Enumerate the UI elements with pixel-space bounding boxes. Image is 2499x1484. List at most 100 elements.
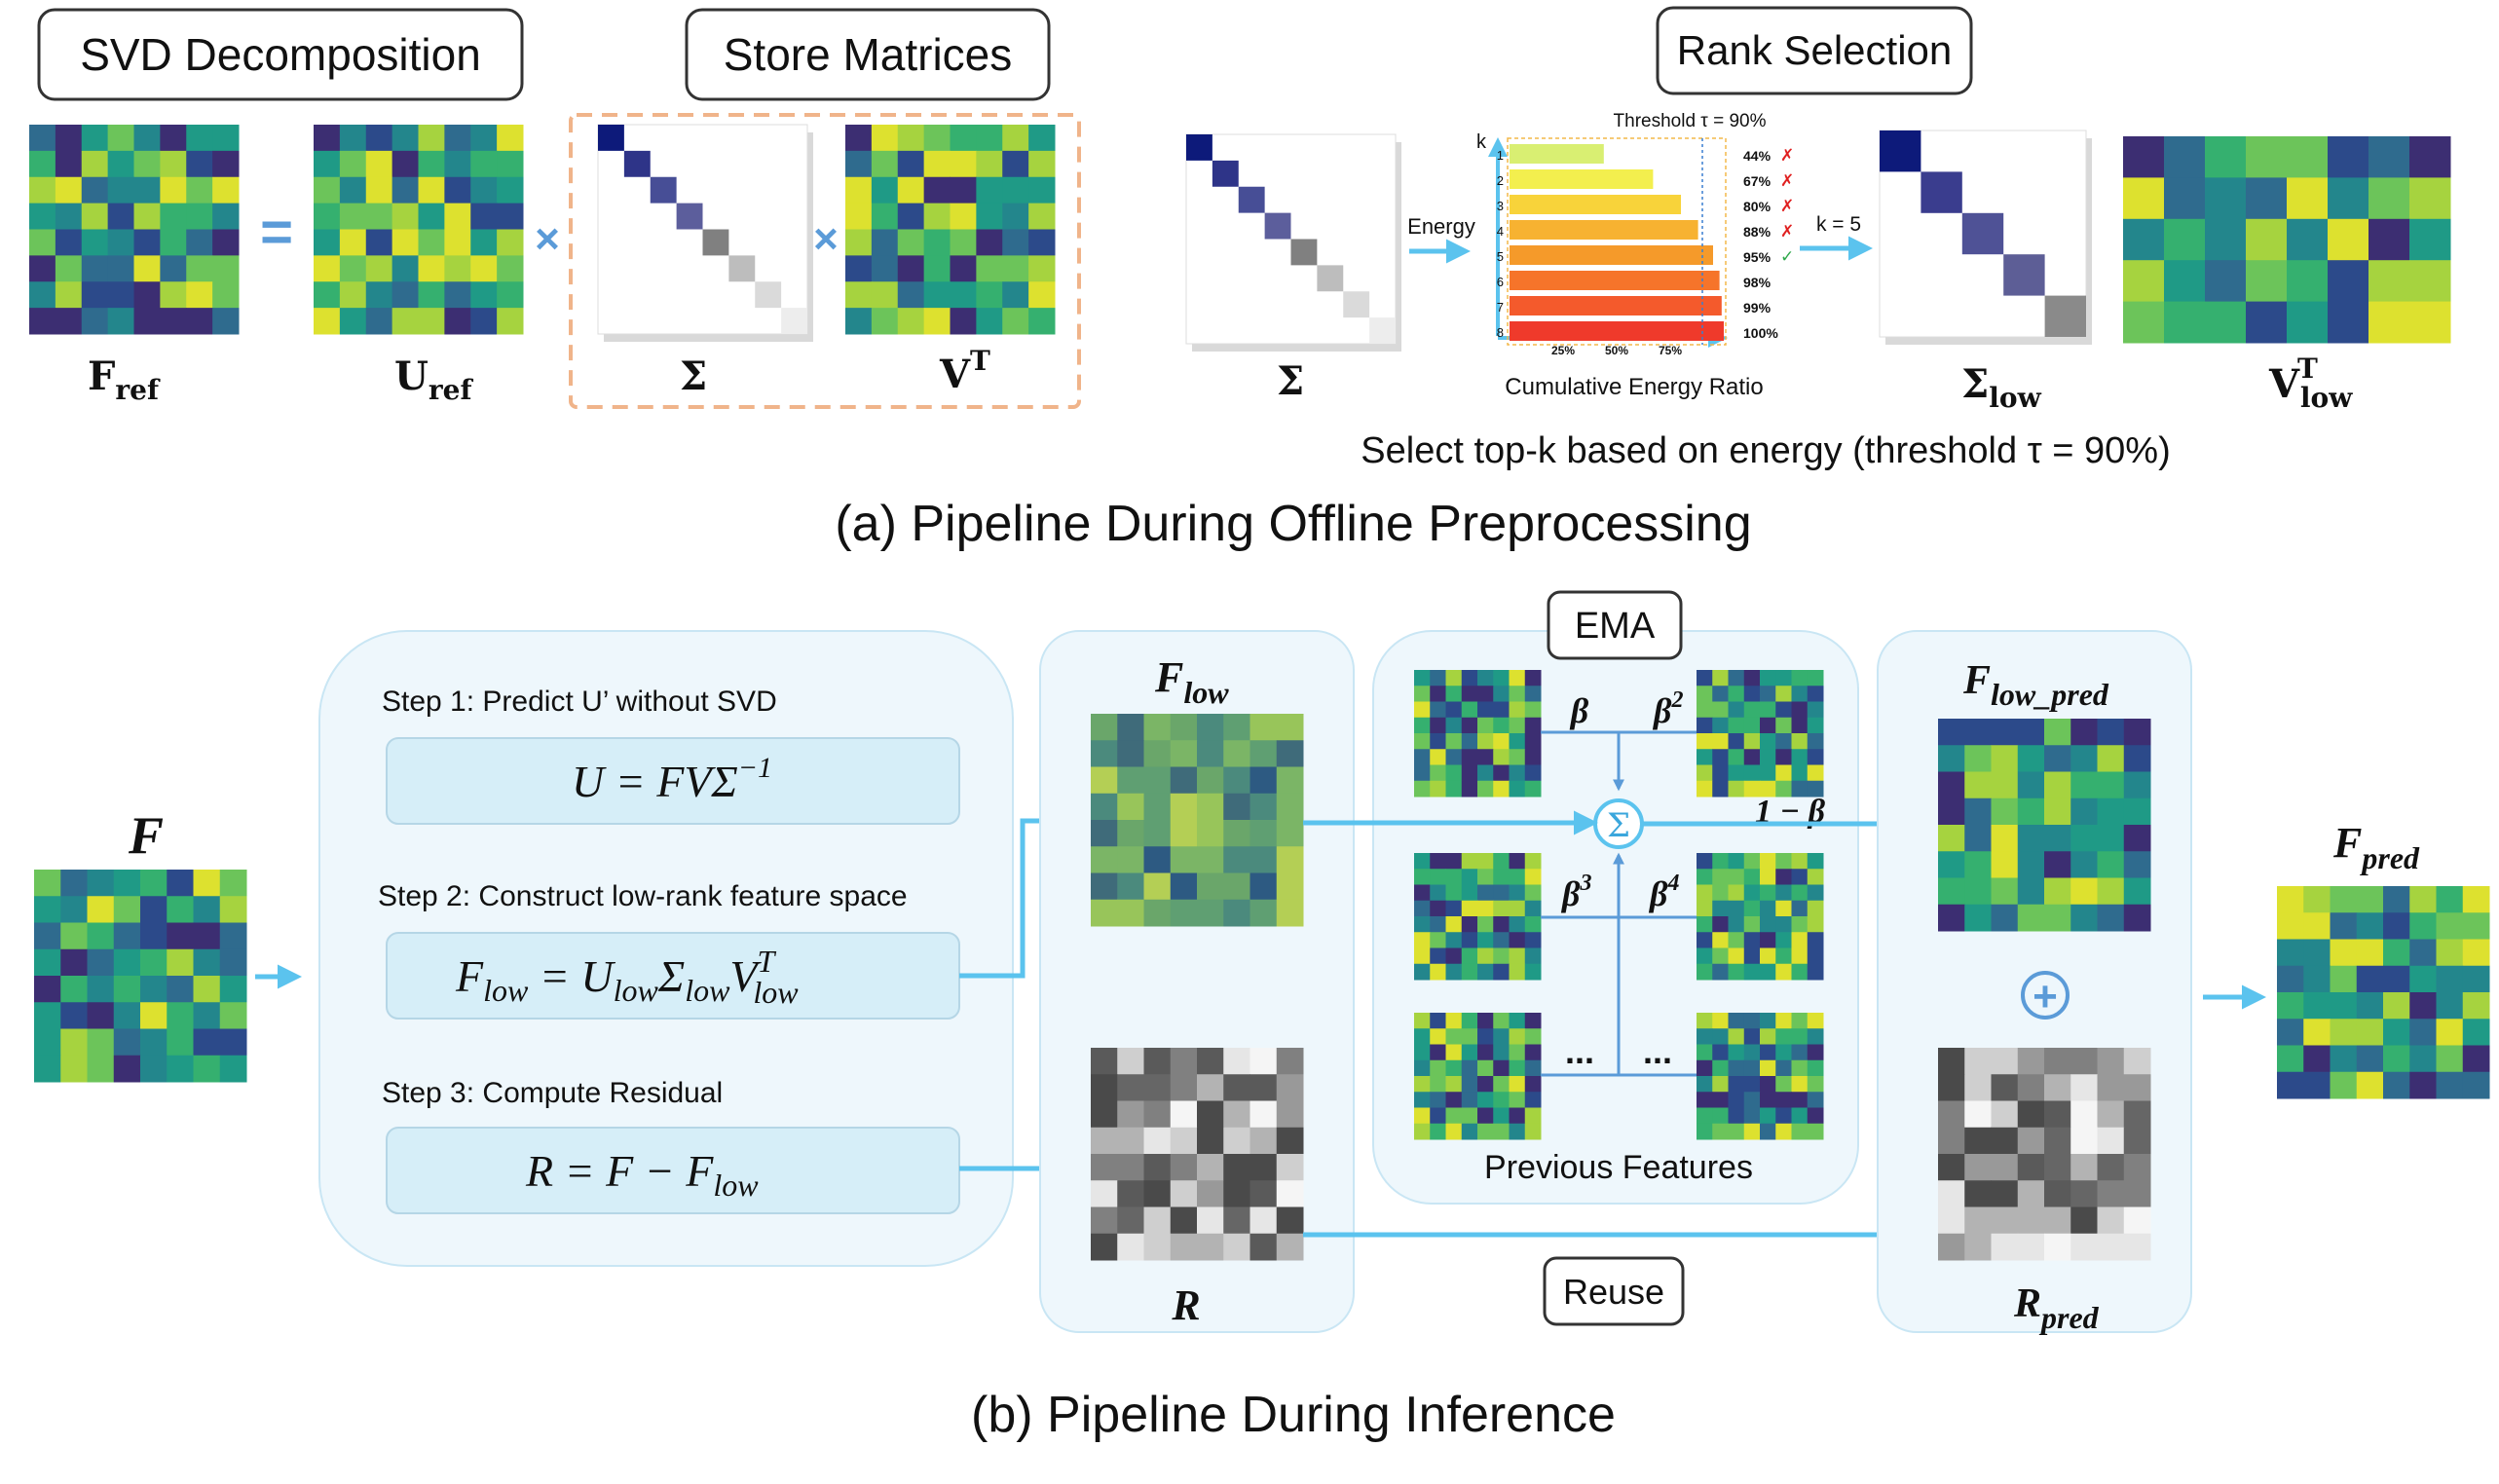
chart-category-label: 1	[1497, 148, 1504, 163]
svg-text:+: +	[2033, 973, 2058, 1020]
chart-category-label: 3	[1497, 199, 1504, 213]
sigma-low-label: Σlow	[1961, 361, 2042, 414]
chart-value-label: 98%	[1743, 275, 1772, 290]
k-label: k = 5	[1816, 213, 1861, 236]
chart-category-label: 4	[1497, 224, 1504, 239]
step1-formula-box	[386, 737, 960, 825]
store-matrices-box	[569, 113, 1081, 409]
chart-bar	[1510, 195, 1681, 214]
r-matrix	[1091, 1048, 1304, 1261]
chart-check-mark: ✓	[1780, 247, 1794, 267]
chart-bar	[1510, 169, 1654, 189]
chart-x-tick-label: 75%	[1659, 344, 1682, 357]
chart-xlabel: Cumulative Energy Ratio	[1505, 374, 1763, 400]
chart-value-label: 80%	[1743, 199, 1772, 214]
chart-bar	[1510, 321, 1724, 341]
input-f-matrix	[34, 870, 247, 1083]
chart-title: Threshold τ = 90%	[1614, 111, 1767, 131]
svg-text:Rank Selection: Rank Selection	[1677, 27, 1953, 73]
chart-check-mark: ✗	[1780, 146, 1794, 166]
chart-value-label: 44%	[1743, 148, 1772, 164]
ellipsis-1: ...	[1565, 1031, 1594, 1071]
u-ref-matrix	[314, 125, 524, 335]
svg-text:SVD Decomposition: SVD Decomposition	[80, 29, 481, 80]
f-low-label: Flow	[1154, 653, 1229, 710]
sigma-matrix-2	[1185, 133, 1401, 352]
previous-features-label: Previous Features	[1484, 1149, 1753, 1186]
sigma-low-matrix	[1879, 130, 2092, 345]
chart-bar	[1510, 220, 1698, 240]
times-operator-2: ×	[813, 215, 839, 263]
chart-check-mark: ✗	[1780, 197, 1794, 216]
plus-node: +	[2021, 971, 2070, 1020]
f-low-pred-matrix	[1938, 719, 2151, 932]
ema-connectors	[1541, 730, 1697, 1077]
chart-category-label: 7	[1497, 300, 1504, 315]
store-matrices-tag: Store Matrices	[685, 8, 1051, 101]
beta-4: β4	[1648, 871, 1679, 913]
f-pred-matrix	[2277, 886, 2490, 1099]
f-low-matrix	[1091, 714, 1304, 927]
step3-formula: R = F − Flow	[525, 1146, 759, 1203]
chart-value-label: 95%	[1743, 249, 1772, 265]
svg-text:EMA: EMA	[1575, 606, 1656, 647]
chart-value-label: 88%	[1743, 224, 1772, 240]
chart-ylabel: k	[1476, 131, 1487, 153]
r-pred-label: Rpred	[2013, 1281, 2100, 1335]
f-ref-label: Fref	[88, 353, 161, 406]
chart-bar	[1510, 296, 1722, 315]
prev-feature-1	[1414, 670, 1542, 798]
energy-label: Energy	[1407, 214, 1475, 239]
caption-a: (a) Pipeline During Offline Preprocessin…	[835, 496, 1751, 552]
chart-x-tick-label: 50%	[1605, 344, 1628, 357]
caption-b: (b) Pipeline During Inference	[971, 1387, 1616, 1443]
reuse-tag: Reuse	[1543, 1256, 1685, 1326]
prev-feature-5	[1414, 1013, 1542, 1140]
equals-operator: =	[260, 201, 293, 264]
input-f-label: F	[128, 806, 164, 865]
chart-category-label: 8	[1497, 325, 1504, 340]
step1-formula: U = FVΣ−1	[572, 752, 772, 806]
f-low-pred-label: Flow_pred	[1962, 658, 2109, 712]
chart-value-label: 67%	[1743, 173, 1772, 189]
chart-check-mark: ✗	[1780, 222, 1794, 241]
svg-text:Store Matrices: Store Matrices	[724, 29, 1013, 80]
chart-bar	[1510, 271, 1720, 290]
select-topk-text: Select top-k based on energy (threshold …	[1361, 430, 2170, 471]
prev-feature-6	[1697, 1013, 1824, 1140]
r-label: R	[1171, 1281, 1200, 1329]
chart-category-label: 6	[1497, 275, 1504, 289]
times-operator-1: ×	[535, 215, 560, 263]
beta-3: β3	[1560, 871, 1591, 913]
beta-2: β2	[1652, 687, 1683, 730]
svg-text:Σ: Σ	[1607, 806, 1630, 845]
prev-feature-3	[1414, 853, 1542, 981]
chart-category-label: 5	[1497, 249, 1504, 264]
step3-title: Step 3: Compute Residual	[382, 1077, 723, 1109]
step2-title: Step 2: Construct low-rank feature space	[378, 880, 908, 912]
f-pred-label: Fpred	[2332, 819, 2420, 875]
sigma-label-2: Σ	[1277, 358, 1304, 404]
vt-matrix	[845, 125, 1056, 335]
svg-text:Reuse: Reuse	[1563, 1272, 1664, 1312]
prev-feature-2	[1697, 670, 1824, 798]
step1-title: Step 1: Predict U’ without SVD	[382, 686, 777, 718]
v-low-matrix	[2123, 136, 2451, 344]
sum-node: Σ	[1593, 798, 1644, 849]
ellipsis-2: ...	[1643, 1031, 1672, 1071]
beta-1: β	[1569, 691, 1589, 730]
r-pred-matrix	[1938, 1048, 2151, 1261]
ema-tag: EMA	[1547, 590, 1683, 660]
chart-bar	[1510, 144, 1604, 164]
chart-check-mark: ✗	[1780, 171, 1794, 191]
prev-feature-4	[1697, 853, 1824, 981]
vt-label: VT	[939, 345, 990, 397]
u-ref-label: Uref	[394, 353, 473, 406]
sigma-label: Σ	[680, 353, 707, 399]
chart-value-label: 99%	[1743, 300, 1772, 315]
chart-x-tick-label: 25%	[1551, 344, 1575, 357]
chart-category-label: 2	[1497, 173, 1504, 188]
svd-decomposition-tag: SVD Decomposition	[37, 8, 524, 101]
